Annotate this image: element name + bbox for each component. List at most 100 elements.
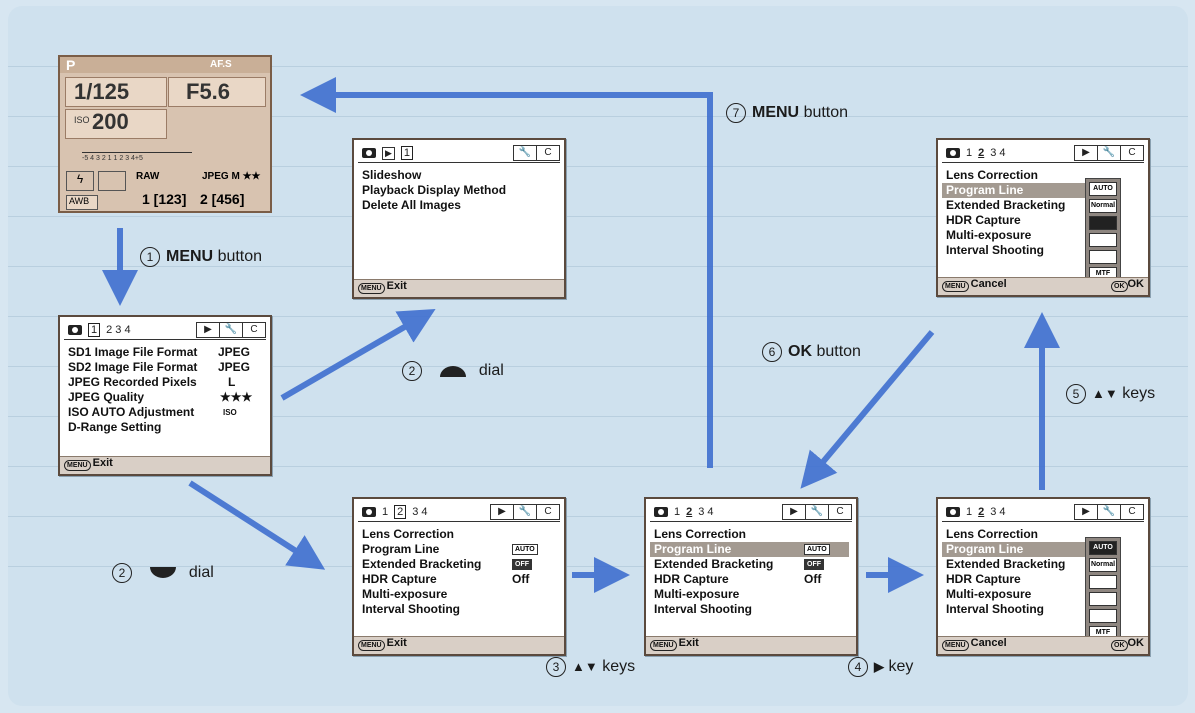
- jpeg-label: JPEG M ★★: [202, 171, 261, 182]
- wrench-tab-icon[interactable]: 🔧: [1097, 504, 1121, 520]
- menu-item[interactable]: JPEG Quality★★★: [68, 390, 253, 404]
- menu-item[interactable]: Multi-exposure: [654, 587, 740, 601]
- camera-icon: [946, 507, 960, 517]
- option-hi-speed[interactable]: [1089, 575, 1117, 589]
- menu-item[interactable]: Lens Correction: [946, 168, 1039, 182]
- menu-item[interactable]: Lens Correction: [362, 527, 455, 541]
- menu-item[interactable]: Extended Bracketing: [946, 198, 1066, 212]
- menu-item[interactable]: Interval Shooting: [946, 602, 1045, 616]
- custom-tab-icon[interactable]: C: [536, 145, 560, 161]
- menu-item[interactable]: Interval Shooting: [362, 602, 461, 616]
- tab-page-2[interactable]: 2: [978, 506, 985, 518]
- tab-page-1[interactable]: 1: [966, 147, 973, 159]
- step-3-label: 3▲▼ keys: [546, 657, 635, 677]
- menu-item[interactable]: Interval Shooting: [946, 243, 1045, 257]
- ok-label[interactable]: OK: [1127, 278, 1145, 290]
- cancel-label[interactable]: Cancel: [970, 278, 1007, 290]
- tab-page-1[interactable]: 1: [400, 146, 414, 160]
- option-normal[interactable]: Normal: [1089, 199, 1117, 213]
- wrench-tab-icon[interactable]: 🔧: [219, 322, 243, 338]
- custom-tab-icon[interactable]: C: [242, 322, 266, 338]
- wrench-tab-icon[interactable]: 🔧: [1097, 145, 1121, 161]
- camera-icon: [946, 148, 960, 158]
- tab-page-others[interactable]: 3 4: [990, 506, 1006, 518]
- tab-page-1[interactable]: 1: [382, 506, 389, 518]
- ok-label[interactable]: OK: [1127, 637, 1145, 649]
- tab-page-1[interactable]: 1: [674, 506, 681, 518]
- camera-icon: [362, 507, 376, 517]
- tab-page-others[interactable]: 3 4: [412, 506, 428, 518]
- exit-label[interactable]: Exit: [386, 637, 407, 649]
- wrench-tab-icon[interactable]: 🔧: [513, 145, 537, 161]
- menu-item[interactable]: D-Range Setting: [68, 420, 162, 434]
- playback-tab-icon[interactable]: ▶: [1074, 504, 1098, 520]
- custom-tab-icon[interactable]: C: [1120, 504, 1144, 520]
- menu-button-icon: MENU: [358, 640, 385, 651]
- option-auto[interactable]: AUTO: [1089, 182, 1117, 196]
- menu-item[interactable]: Lens Correction: [946, 527, 1039, 541]
- af-mode: AF.S: [210, 59, 232, 70]
- option-normal[interactable]: Normal: [1089, 558, 1117, 572]
- tab-page-others[interactable]: 2 3 4: [106, 324, 131, 336]
- tab-page-2[interactable]: 2: [978, 147, 985, 159]
- tab-page-2[interactable]: 2: [394, 505, 407, 519]
- menu-item[interactable]: Slideshow: [362, 168, 422, 182]
- option-depth[interactable]: [1089, 233, 1117, 247]
- tab-page-others[interactable]: 3 4: [990, 147, 1006, 159]
- menu-item[interactable]: HDR Capture: [946, 572, 1021, 586]
- cancel-label[interactable]: Cancel: [970, 637, 1007, 649]
- menu-item[interactable]: Multi-exposure: [362, 587, 448, 601]
- iso-value: 200: [92, 109, 129, 134]
- custom-tab-icon[interactable]: C: [1120, 145, 1144, 161]
- tab-page-2[interactable]: 2: [686, 506, 693, 518]
- program-line-options[interactable]: AUTO Normal MTF: [1085, 178, 1121, 281]
- playback-tab-icon[interactable]: ▶: [782, 504, 806, 520]
- custom-tab-icon[interactable]: C: [828, 504, 852, 520]
- tab-page-1[interactable]: 1: [966, 506, 973, 518]
- tab-page-1[interactable]: 1: [88, 323, 101, 337]
- wrench-tab-icon[interactable]: 🔧: [805, 504, 829, 520]
- option-auto[interactable]: AUTO: [1089, 541, 1117, 555]
- tab-page-others[interactable]: 3 4: [698, 506, 714, 518]
- menu-item[interactable]: Multi-exposure: [946, 587, 1032, 601]
- option-depth[interactable]: [1089, 592, 1117, 606]
- exit-label[interactable]: Exit: [386, 280, 407, 292]
- menu-item[interactable]: Interval Shooting: [654, 602, 753, 616]
- menu-item[interactable]: Lens Correction: [654, 527, 747, 541]
- arrow-screen5-to-screen3: [800, 330, 935, 489]
- menu-button-icon: MENU: [358, 283, 385, 294]
- menu-item-selected[interactable]: Program Line: [942, 542, 1086, 557]
- menu-item[interactable]: Playback Display Method: [362, 183, 507, 197]
- menu-item[interactable]: Extended Bracketing: [946, 557, 1066, 571]
- playback-tab-icon[interactable]: ▶: [490, 504, 514, 520]
- option-depth-2[interactable]: [1089, 609, 1117, 623]
- exit-label[interactable]: Exit: [92, 457, 113, 469]
- menu-item[interactable]: HDR Capture: [946, 213, 1021, 227]
- program-line-options[interactable]: AUTO Normal MTF: [1085, 537, 1121, 640]
- menu-item[interactable]: Multi-exposure: [946, 228, 1032, 242]
- menu-item[interactable]: Delete All Images: [362, 198, 461, 212]
- playback-tab-icon[interactable]: ▶: [196, 322, 220, 338]
- playback-tab-icon[interactable]: ▶: [1074, 145, 1098, 161]
- custom-tab-icon[interactable]: C: [536, 504, 560, 520]
- option-depth-2[interactable]: [1089, 250, 1117, 264]
- wrench-tab-icon[interactable]: 🔧: [513, 504, 537, 520]
- exposure-mode: P: [66, 57, 76, 73]
- option-hi-speed[interactable]: [1089, 216, 1117, 230]
- menu-item-selected[interactable]: Program Line: [942, 183, 1086, 198]
- exit-label[interactable]: Exit: [678, 637, 699, 649]
